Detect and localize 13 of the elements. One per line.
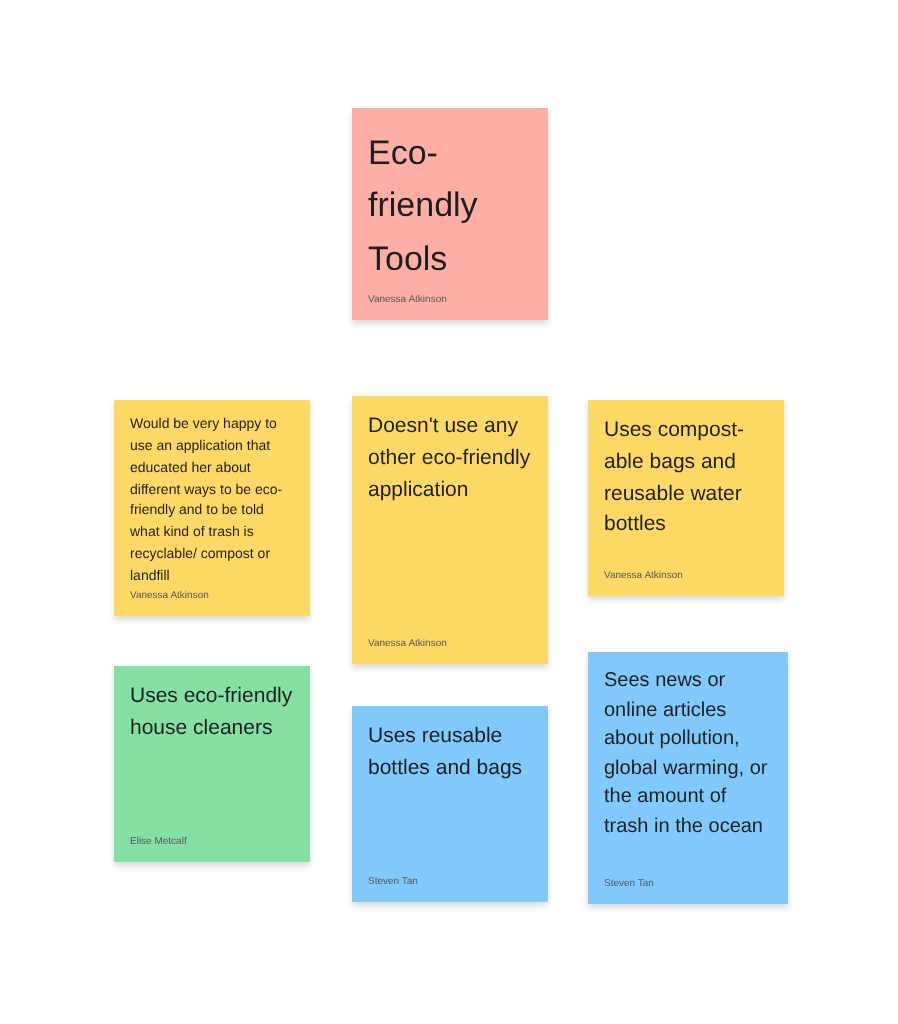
sticky-note [114,400,310,616]
note-text: Uses reusable bottles and bags [368,722,525,784]
note-text: Sees news or online articles about pollution, global warming, or the amount of trash in the ocean [604,668,770,841]
note-text: Uses compost-able bags and reusable water bottles [604,416,747,541]
note-text: Uses eco-friendly house cleaners [130,682,295,744]
sticky-note [588,652,788,904]
sticky-note [352,396,548,664]
note-text: Doesn't use any other eco-friendly application [368,412,533,505]
sticky-note [114,666,310,862]
sticky-note [352,706,548,902]
sticky-note [588,400,784,596]
sticky-note [352,108,548,320]
note-text: Eco-friendly Tools [368,132,480,282]
